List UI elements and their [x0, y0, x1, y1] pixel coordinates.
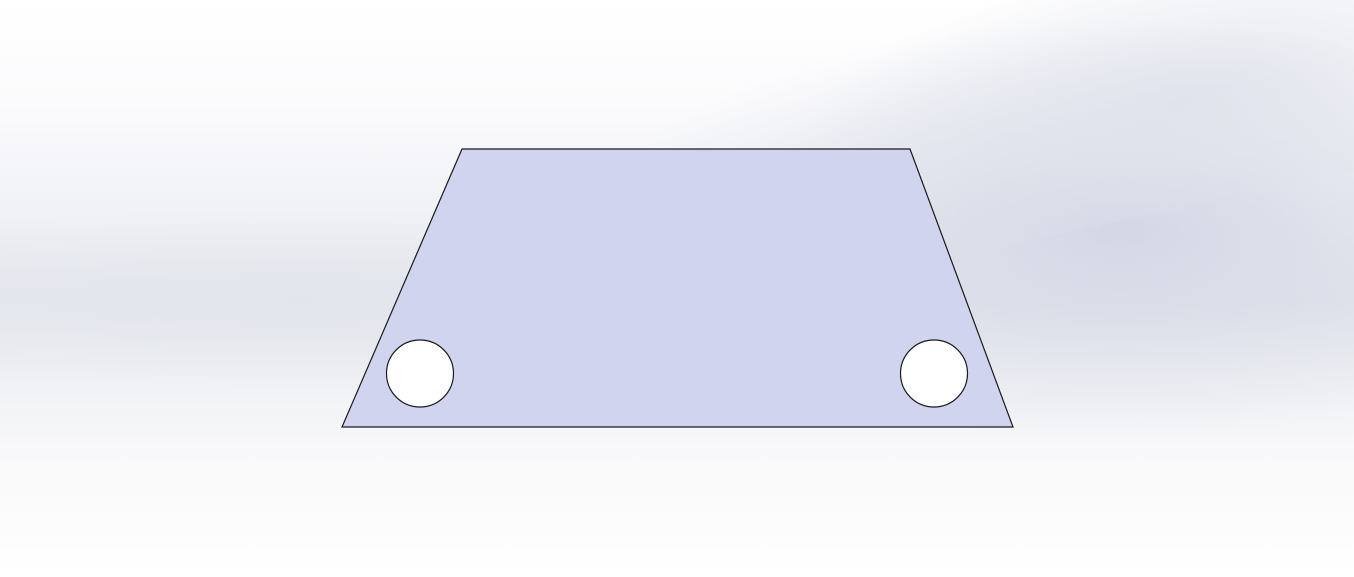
trapezoid-plate[interactable] — [341, 148, 1014, 428]
left-hole[interactable] — [385, 339, 455, 408]
right-hole[interactable] — [899, 339, 969, 408]
